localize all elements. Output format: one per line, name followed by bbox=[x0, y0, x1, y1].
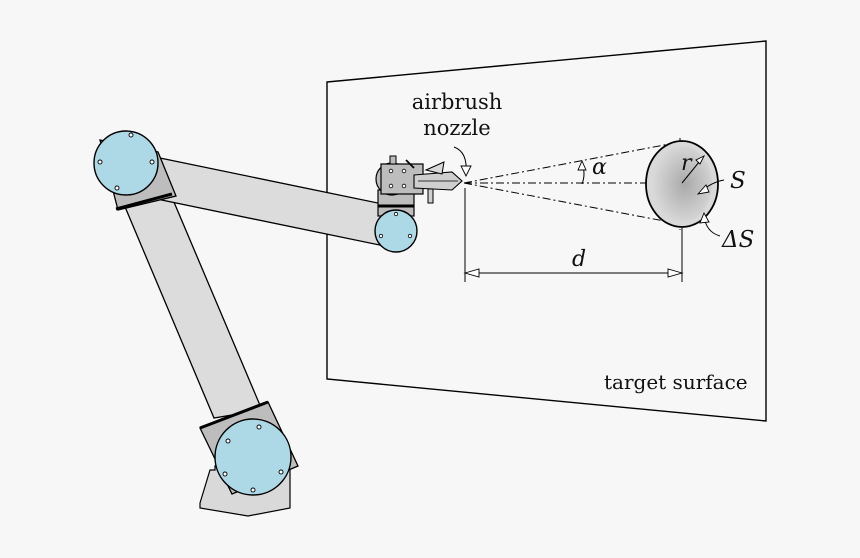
base-joint-edge bbox=[199, 400, 269, 430]
base-joint bbox=[214, 418, 292, 496]
surface-label: target surface bbox=[604, 370, 748, 394]
distance-arrow-right bbox=[667, 268, 684, 278]
spot-pointer-arrowhead bbox=[696, 184, 710, 195]
nozzle-pointer-arrowhead bbox=[460, 165, 472, 178]
radius-label: r bbox=[681, 151, 693, 176]
angle-arrowhead bbox=[577, 159, 587, 171]
wrist-joint bbox=[374, 209, 418, 253]
spot-label: S bbox=[730, 168, 746, 194]
delta-spot-pointer-arrowhead bbox=[699, 211, 710, 224]
lower-arm-link bbox=[119, 187, 263, 419]
delta-spot-label: ΔS bbox=[721, 227, 754, 253]
shoulder-joint-edge bbox=[115, 192, 173, 211]
shoulder-joint bbox=[93, 130, 159, 196]
angle-label: α bbox=[592, 155, 607, 180]
nozzle-label-line2: nozzle bbox=[423, 116, 490, 140]
distance-arrow-left bbox=[463, 268, 480, 278]
radius-arrowhead bbox=[695, 154, 706, 165]
airbrush-tool bbox=[375, 155, 463, 204]
nozzle-label-line1: airbrush bbox=[412, 90, 503, 114]
distance-label: d bbox=[572, 247, 586, 272]
target-surface-plane bbox=[326, 40, 767, 422]
